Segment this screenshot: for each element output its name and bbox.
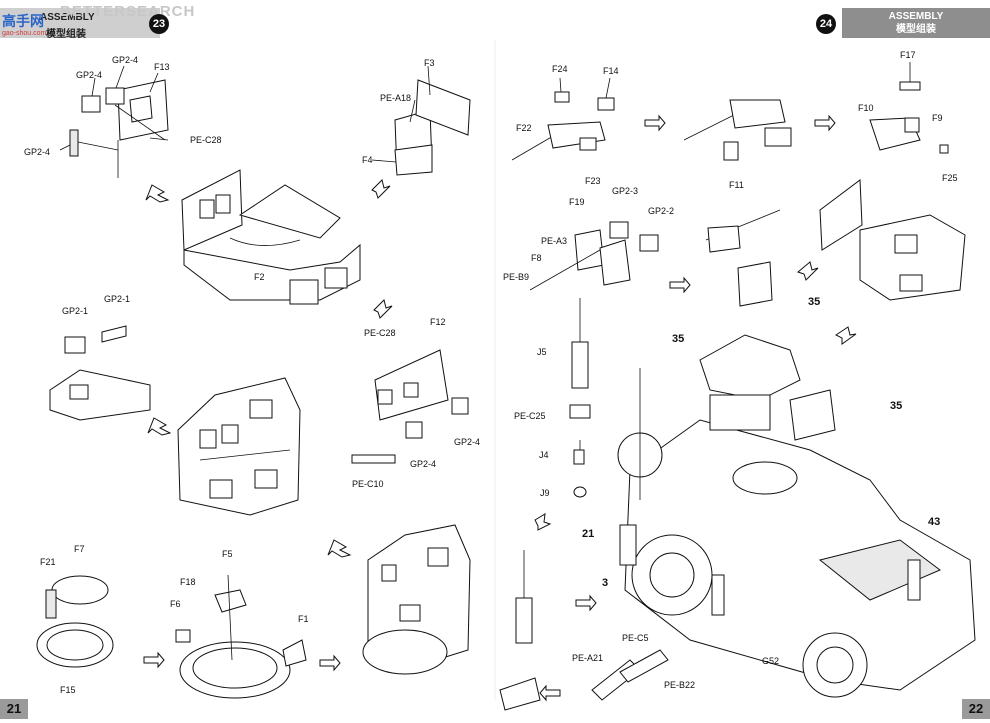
ref-step-43: 43 (928, 516, 941, 528)
antenna-j5 (569, 298, 591, 498)
watermark-logo: 高手网 (2, 13, 44, 29)
turret-ring-f15 (36, 575, 114, 668)
label-gp2-4-b: GP2-4 (76, 70, 103, 80)
label-f21: F21 (40, 557, 56, 567)
label-g52: G52 (762, 656, 780, 666)
label-gp2-3: GP2-3 (612, 186, 639, 196)
page-number-right: 22 (962, 699, 990, 719)
label-gp2-2: GP2-2 (648, 206, 675, 216)
page-number-left: 21 (0, 699, 28, 719)
ref-step-35-top: 35 (672, 333, 685, 345)
label-gp2-4-a: GP2-4 (112, 55, 139, 65)
label-f18: F18 (180, 577, 196, 587)
label-f15: F15 (60, 685, 76, 695)
label-pe-c5: PE-C5 (622, 633, 649, 643)
body-shell-f2 (181, 169, 361, 305)
vehicle-m-atv (617, 334, 976, 698)
antenna-assembled (499, 550, 541, 711)
label-f22: F22 (516, 123, 532, 133)
label-f8: F8 (531, 253, 542, 263)
label-j4: J4 (539, 450, 549, 460)
right-header-title-cn: 模型组装 (896, 24, 936, 35)
label-pe-a3: PE-A3 (541, 236, 568, 246)
roof-plate-gp2-1 (49, 325, 151, 421)
ref-step-35-turret: 35 (808, 296, 821, 308)
ref-step-3: 3 (602, 577, 609, 589)
label-gp2-4-d: GP2-4 (454, 437, 481, 447)
label-f17: F17 (900, 50, 916, 60)
flow-arrows (143, 114, 857, 702)
right-header-bar: ASSEMBLY 模型组装 (842, 8, 990, 38)
step-number-right: 24 (816, 14, 836, 34)
machine-gun-f22 (511, 91, 615, 161)
label-f24: F24 (552, 64, 568, 74)
label-gp2-1-b: GP2-1 (104, 294, 131, 304)
label-pe-a21: PE-A21 (572, 653, 604, 663)
label-f10: F10 (858, 103, 874, 113)
label-j9: J9 (540, 488, 550, 498)
label-f12: F12 (430, 317, 446, 327)
label-f5: F5 (222, 549, 233, 559)
side-panel-f12 (351, 349, 469, 464)
label-pe-c28-a: PE-C28 (190, 135, 222, 145)
ref-step-21: 21 (582, 528, 595, 540)
label-f9: F9 (932, 113, 943, 123)
label-j5: J5 (537, 347, 547, 357)
door-panel-subassembly (69, 79, 169, 178)
label-f19: F19 (569, 197, 585, 207)
label-f23: F23 (585, 176, 601, 186)
label-gp2-4-c: GP2-4 (24, 147, 51, 157)
label-pe-a18: PE-A18 (380, 93, 412, 103)
label-f7: F7 (74, 544, 85, 554)
label-gp2-4-e: GP2-4 (410, 459, 437, 469)
label-f11: F11 (729, 180, 744, 190)
left-header-title-en: ASSEMBLY (40, 12, 95, 23)
right-header-title-en: ASSEMBLY (888, 11, 944, 22)
watermark-url: gao-shou.com (2, 30, 47, 37)
label-pe-b9: PE-B9 (503, 272, 530, 282)
label-f1: F1 (298, 614, 309, 624)
pe-a21-bracket (591, 649, 669, 701)
left-header-title-cn: 模型组装 (46, 29, 86, 40)
label-f4: F4 (362, 155, 373, 165)
machine-gun-f11 (683, 99, 792, 161)
gun-on-mount (705, 209, 781, 307)
gun-shield-f19 (529, 221, 659, 291)
bracket-f9-f10 (869, 81, 949, 154)
box-f3-f4 (394, 79, 471, 176)
label-f2: F2 (254, 272, 265, 282)
label-f14: F14 (603, 66, 619, 76)
leader-lines (59, 62, 911, 450)
body-with-windows (177, 377, 301, 516)
turret-ring-f5 (175, 574, 307, 699)
body-with-ring (362, 524, 471, 675)
label-pe-b22: PE-B22 (664, 680, 696, 690)
turret-top-right (819, 179, 966, 301)
label-f13: F13 (154, 62, 170, 72)
ref-step-35-side: 35 (890, 400, 903, 412)
label-gp2-1-a: GP2-1 (62, 306, 89, 316)
label-f3: F3 (424, 58, 435, 68)
label-pe-c28-b: PE-C28 (364, 328, 396, 338)
label-pe-c25: PE-C25 (514, 411, 546, 421)
step-number-left: 23 (149, 14, 169, 34)
label-pe-c10: PE-C10 (352, 479, 384, 489)
label-f25: F25 (942, 173, 958, 183)
left-header-bar: ASSEMBLY 模型组装 (0, 8, 160, 40)
label-f6: F6 (170, 599, 181, 609)
